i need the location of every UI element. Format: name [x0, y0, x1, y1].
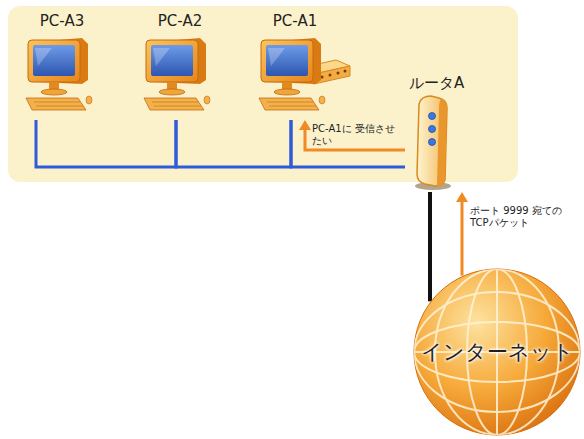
arrow-label: ポート 9999 宛ての TCPパケット [470, 205, 570, 229]
router-icon [405, 92, 470, 196]
lan-cable [36, 120, 176, 167]
arrow-head [299, 120, 311, 130]
pc-icon [22, 36, 94, 122]
device-label: PC-A3 [22, 10, 102, 30]
network-label: インターネット [421, 338, 574, 366]
device-label: ルータA [405, 72, 478, 93]
router-box: ルータA [405, 72, 478, 192]
connector-line [176, 120, 291, 167]
packet-arrow [456, 192, 468, 276]
connector-line [291, 120, 405, 167]
forward-arrow [299, 120, 405, 150]
wan-cable [430, 192, 431, 301]
internet-globe: インターネット [413, 268, 581, 436]
pc-label-box: PC-A3 [22, 10, 102, 120]
connector-line [461, 200, 464, 276]
pc-label-box: PC-A2 [140, 10, 220, 120]
arrow-head [456, 192, 468, 202]
pc-icon [255, 36, 327, 122]
lan-cable [176, 120, 291, 167]
device-label: PC-A1 [255, 10, 335, 30]
pc-label-box: PC-A1 [255, 10, 335, 120]
device-label: PC-A2 [140, 10, 220, 30]
connector-line [428, 192, 432, 301]
pc-icon [140, 36, 212, 122]
connector-line [36, 120, 176, 167]
arrow-label: PC-A1に 受信させたい [312, 123, 398, 147]
lan-cable [291, 120, 405, 167]
